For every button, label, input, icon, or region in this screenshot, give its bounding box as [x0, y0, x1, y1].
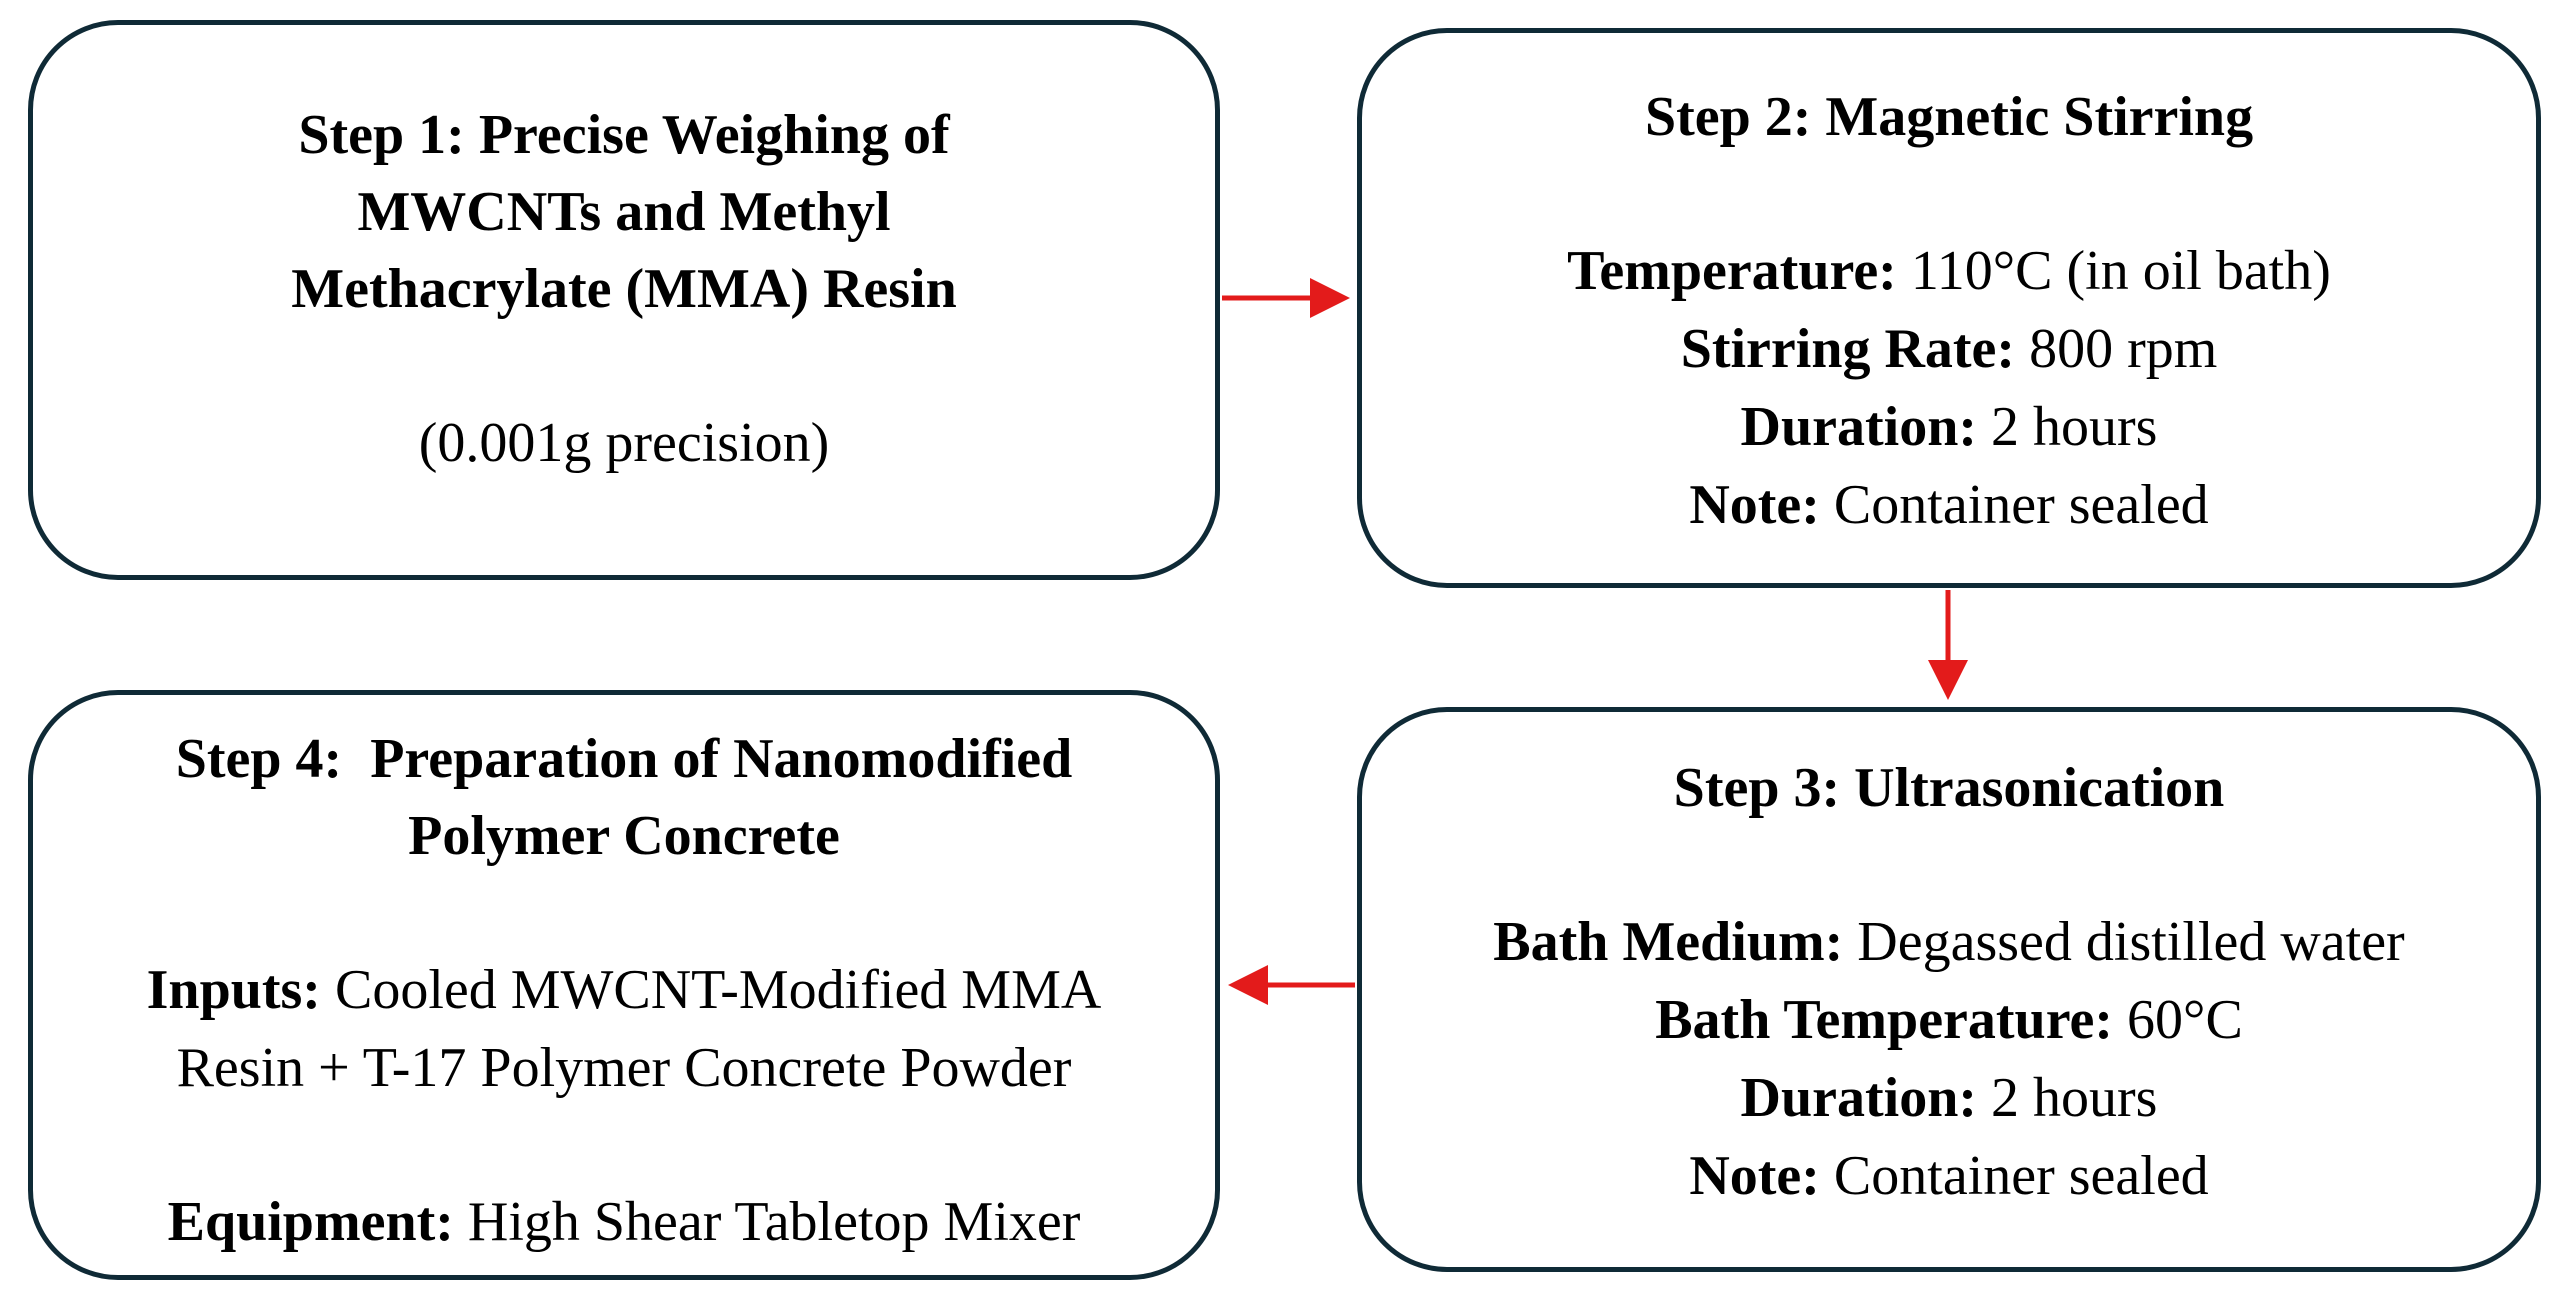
- step2-param-duration: Duration: 2 hours: [1741, 388, 2158, 466]
- param-value: Degassed distilled water: [1857, 911, 2405, 973]
- step3-param-duration: Duration: 2 hours: [1741, 1059, 2158, 1137]
- step1-box: Step 1: Precise Weighing of MWCNTs and M…: [28, 20, 1220, 580]
- step3-param-bath-medium: Bath Medium: Degassed distilled water: [1493, 903, 2404, 981]
- step2-param-temperature: Temperature: 110°C (in oil bath): [1567, 232, 2331, 310]
- step2-title: Step 2: Magnetic Stirring: [1644, 86, 2254, 148]
- step2-box: Step 2: Magnetic Stirring Temperature: 1…: [1357, 28, 2541, 588]
- step3-title: Step 3: Ultrasonication: [1673, 757, 2225, 819]
- inputs-label: Inputs:: [146, 959, 321, 1021]
- step4-equipment: Equipment: High Shear Tabletop Mixer: [168, 1183, 1081, 1261]
- param-value: 2 hours: [1991, 396, 2158, 458]
- step4-box: Step 4: Preparation of Nanomodified Poly…: [28, 690, 1220, 1280]
- param-label: Stirring Rate:: [1680, 318, 2016, 380]
- param-value: Container sealed: [1833, 474, 2209, 536]
- param-value: 800 rpm: [2029, 318, 2218, 380]
- param-label: Duration:: [1740, 396, 1977, 458]
- param-value: 110°C (in oil bath): [1910, 240, 2331, 302]
- param-value: 60°C: [2127, 989, 2243, 1051]
- step1-title-line1: Step 1: Precise Weighing of: [298, 103, 950, 166]
- step1-precision-note: (0.001g precision): [418, 411, 830, 474]
- step3-param-note: Note: Container sealed: [1689, 1137, 2208, 1215]
- param-label: Bath Medium:: [1493, 911, 1844, 973]
- param-label: Note:: [1689, 474, 1820, 536]
- step2-param-stirring-rate: Stirring Rate: 800 rpm: [1681, 310, 2218, 388]
- param-value: Container sealed: [1833, 1145, 2209, 1207]
- param-label: Note:: [1689, 1145, 1820, 1207]
- step3-param-bath-temperature: Bath Temperature: 60°C: [1655, 981, 2243, 1059]
- step4-inputs-line1: Inputs: Cooled MWCNT-Modified MMA: [147, 951, 1102, 1029]
- param-value: 2 hours: [1991, 1067, 2158, 1129]
- param-label: Duration:: [1740, 1067, 1977, 1129]
- step3-box: Step 3: Ultrasonication Bath Medium: Deg…: [1357, 707, 2541, 1272]
- param-label: Bath Temperature:: [1655, 989, 2114, 1051]
- step1-title-line3: Methacrylate (MMA) Resin: [291, 257, 957, 320]
- equipment-label: Equipment:: [167, 1191, 454, 1253]
- step2-param-note: Note: Container sealed: [1689, 466, 2208, 544]
- step1-title-line2: MWCNTs and Methyl: [357, 180, 891, 243]
- step4-title-line2: Polymer Concrete: [408, 805, 840, 867]
- step4-title-line1: Step 4: Preparation of Nanomodified: [175, 728, 1073, 790]
- param-label: Temperature:: [1567, 240, 1897, 302]
- inputs-value: Cooled MWCNT-Modified MMA: [334, 959, 1102, 1021]
- step4-inputs-line2: Resin + T-17 Polymer Concrete Powder: [176, 1037, 1072, 1099]
- equipment-value: High Shear Tabletop Mixer: [467, 1191, 1081, 1253]
